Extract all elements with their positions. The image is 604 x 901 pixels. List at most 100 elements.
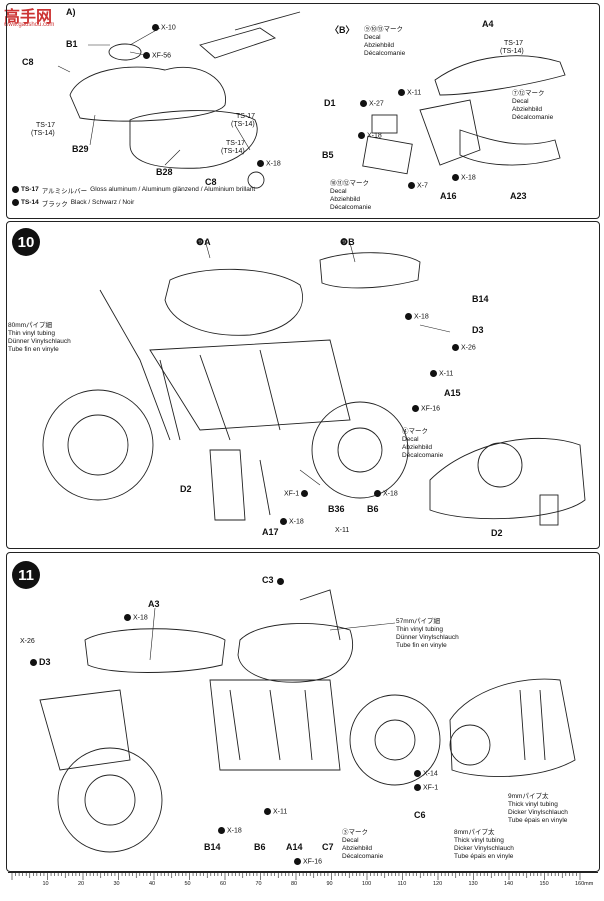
decal-en: Decal: [512, 98, 529, 105]
ruler-label: 140: [504, 881, 514, 887]
paint-x26-s11: X-26: [20, 638, 35, 645]
paint-x11-s11-text: X-11: [273, 808, 288, 816]
paint-dot-icon: [452, 344, 459, 351]
decal-de: Abziehbild: [364, 42, 394, 49]
part-c3: C3: [262, 575, 274, 585]
part-b14-s10: B14: [472, 294, 489, 304]
paint-x18-s11b-text: X-18: [227, 827, 242, 835]
part-c7: C7: [322, 842, 334, 852]
paint-dot-icon: [280, 518, 287, 525]
paint-x7: X-7: [408, 182, 428, 189]
paint-xf16-s10-text: XF-16: [421, 405, 441, 413]
decal-en: Decal: [330, 188, 347, 195]
ruler-label: 130: [468, 881, 478, 887]
ruler-label: 10: [42, 881, 49, 887]
paint-x27: X-27: [360, 100, 384, 107]
paint-x18-s10c: X-18: [280, 518, 304, 525]
paint-x18-s11a: X-18: [124, 614, 148, 621]
paint-dot-icon: [412, 405, 419, 412]
tubing-fr: Tube fin en vinyle: [396, 642, 447, 649]
decal-jp: ③マーク: [342, 829, 368, 836]
part-a14: A14: [286, 842, 303, 852]
paint-ts14-a: (TS-14): [231, 121, 255, 128]
part-d3-s11: D3: [30, 658, 51, 667]
paint-xf1-s11: XF-1: [414, 784, 438, 791]
paint-dot-icon: [408, 182, 415, 189]
part-9a: ❾A: [196, 237, 211, 247]
part-d1: D1: [324, 98, 336, 108]
ruler-label: 110: [397, 881, 407, 887]
tubing-jp: 57mmパイプ細: [396, 618, 441, 625]
paint-ts17-c: TS-17: [226, 140, 246, 147]
paint-x18-top-text: X-18: [266, 160, 281, 168]
watermark-url: www.gaoshou.com: [4, 22, 55, 28]
paint-x14-text: X-14: [423, 770, 438, 778]
part-b6-s10: B6: [367, 504, 379, 514]
part-a3: A3: [148, 599, 160, 609]
decal-fr: Décalcomanie: [512, 114, 554, 121]
paint-x10: X-10: [152, 24, 176, 31]
part-c6: C6: [414, 810, 426, 820]
step-10-panel: [6, 221, 600, 549]
paint-dot-icon: [143, 52, 150, 59]
ruler-label: 160mm: [575, 881, 594, 887]
decal-jp: ⑦⑫マーク: [512, 90, 545, 97]
paint-x18-s11b: X-18: [218, 827, 242, 834]
tubing-de: Dünner Vinylschlauch: [396, 634, 459, 641]
legend-code: TS-14: [21, 199, 39, 206]
paint-dot-icon: [374, 490, 381, 497]
step-10-number: 10: [12, 228, 40, 256]
ruler-label: 120: [433, 881, 443, 887]
paint-xf56-text: XF-56: [152, 52, 172, 60]
paint-x11-s11: X-11: [264, 808, 287, 815]
part-d3-s10: D3: [472, 325, 484, 335]
decal-jp: ⑩⑪⑫マーク: [330, 180, 369, 187]
paint-x18-s10b: X-18: [374, 490, 398, 497]
paint-x11-s10-text: X-11: [439, 370, 454, 378]
paint-ts14-b: (TS-14): [31, 130, 55, 137]
decal-de: Abziehbild: [330, 196, 360, 203]
part-a4: A4: [482, 19, 494, 29]
paint-xf16-s11: XF-16: [294, 858, 322, 865]
paint-dot-icon: [452, 174, 459, 181]
ruler-label: 20: [78, 881, 85, 887]
paint-x11-s10b: X-11: [335, 527, 350, 534]
ruler-label: 100: [362, 881, 372, 887]
tubing-de: Dicker Vinylschlauch: [454, 845, 514, 852]
paint-dot-icon: [301, 490, 309, 497]
paint-dot-icon: [358, 132, 365, 139]
paint-xf1-s10: XF-1: [284, 490, 310, 497]
paint-ts17-b: TS-17: [36, 122, 56, 129]
paint-dot-icon: [398, 89, 405, 96]
ruler-label: 150: [539, 881, 549, 887]
paint-c3: C3: [262, 576, 286, 585]
paint-x18-right: X-18: [358, 132, 382, 139]
decal-jp: ④マーク: [402, 428, 428, 435]
paint-x18-s10a: X-18: [405, 313, 429, 320]
paint-x11-right-text: X-11: [407, 89, 422, 97]
paint-dot-icon: [264, 808, 271, 815]
label-b: 〈B〉: [330, 25, 355, 35]
part-b14-s11: B14: [204, 842, 221, 852]
paint-x11-s10: X-11: [430, 370, 453, 377]
tubing-fr: Tube épais en vinyle: [508, 817, 568, 824]
paint-x18-s10b-text: X-18: [383, 490, 398, 498]
tubing-jp: 9mmパイプ太: [508, 793, 549, 800]
part-d2-s10b: D2: [491, 528, 503, 538]
paint-xf16-s10: XF-16: [412, 405, 440, 412]
ruler-label: 30: [113, 881, 120, 887]
paint-xf1-s10-text: XF-1: [284, 490, 300, 498]
ruler-ticks: [11, 873, 581, 880]
legend-code: TS-17: [21, 186, 39, 193]
decal-fr: Décalcomanie: [342, 853, 384, 860]
